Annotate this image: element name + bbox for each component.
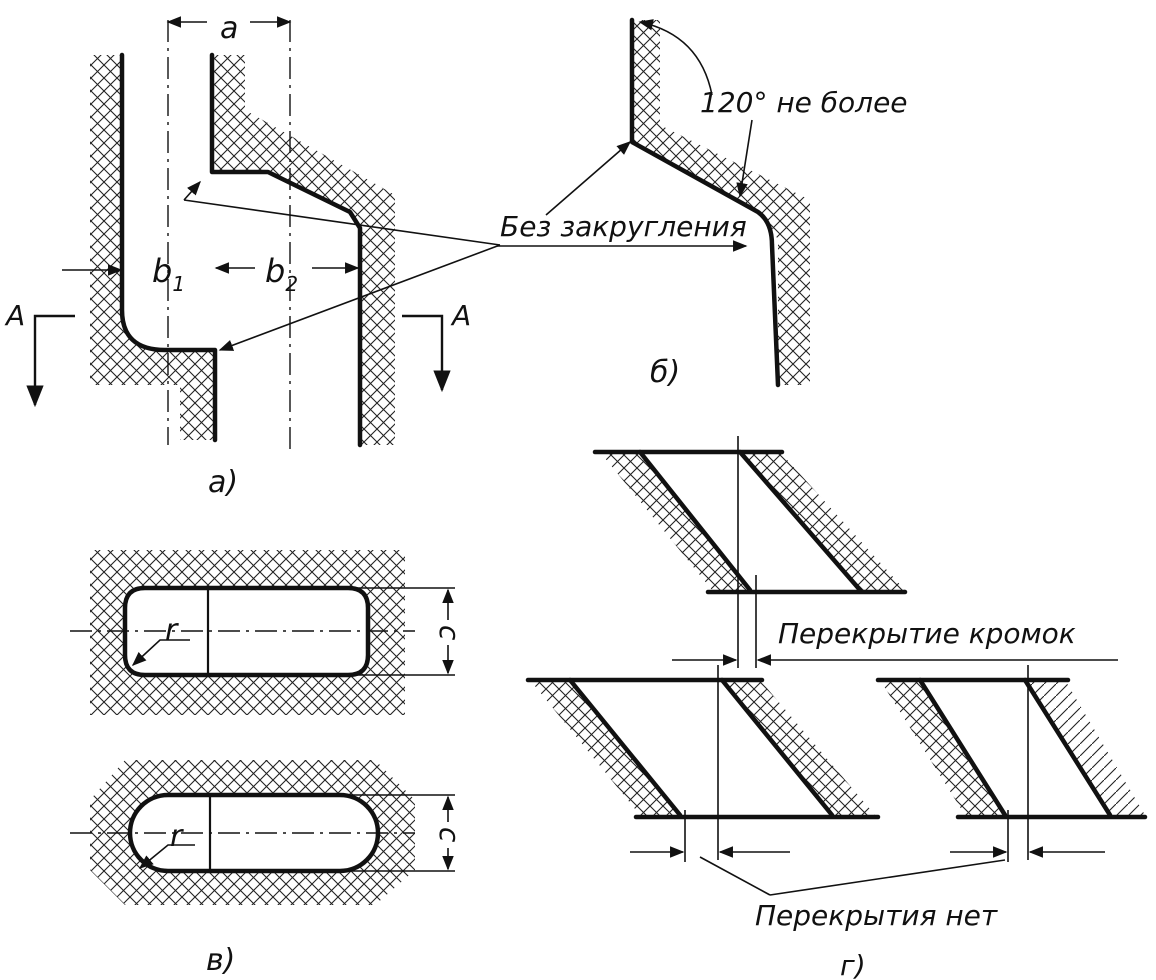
- slot-top-hatch-left: [600, 452, 750, 590]
- angle-note: 120° не более: [700, 86, 908, 119]
- radius-bottom-label: r: [170, 819, 184, 854]
- edge-overlap-label: Перекрытие кромок: [778, 617, 1076, 650]
- no-overlap-label: Перекрытия нет: [755, 899, 998, 932]
- panel-b: 120° не более Без закругления б): [497, 17, 908, 390]
- section-arrow-left: [26, 314, 75, 408]
- radius-top-label: r: [165, 613, 179, 648]
- caption-b: б): [650, 355, 680, 390]
- panel-v: c r c r в): [70, 550, 466, 978]
- dim-b2-label: b2: [265, 252, 298, 296]
- slot-bl-hatch-right: [720, 680, 875, 815]
- dim-b1-label: b1: [152, 252, 185, 296]
- panel-a: a b1 b2 A A а): [4, 11, 501, 500]
- panel-g: Перекрытие кромок Перекрытия нет г): [525, 436, 1148, 980]
- obround-slot-contour: [127, 792, 381, 874]
- section-label-left: A: [4, 299, 25, 332]
- leader-line-2: [218, 244, 501, 351]
- rect-slot-contour: [122, 585, 371, 678]
- leader-line-1: [183, 199, 501, 246]
- slot-bl-hatch-left: [530, 680, 680, 815]
- obround-slot-hatch: [90, 760, 415, 905]
- section-label-right: A: [450, 299, 471, 332]
- slot-top-hatch-right: [740, 452, 905, 590]
- caption-a: а): [208, 465, 238, 500]
- wall-right-hatch: [212, 55, 395, 445]
- caption-v: в): [206, 943, 235, 978]
- corner-hatch: [632, 20, 810, 385]
- wall-left-hatch: [90, 55, 215, 440]
- channel-right-wall: [209, 52, 363, 448]
- slot-br-hatch-right: [1025, 680, 1145, 815]
- caption-g: г): [840, 949, 866, 980]
- section-arrow-right: [402, 314, 451, 393]
- dim-c-bottom-label: c: [433, 827, 466, 843]
- dim-c-top-label: c: [433, 625, 466, 641]
- slot-br-hatch-left: [880, 680, 1005, 815]
- dim-a-label: a: [220, 11, 238, 46]
- channel-left-wall: [119, 52, 218, 443]
- angle-arc: [638, 19, 713, 96]
- leader-line-3: [545, 141, 632, 216]
- corner-contour: [629, 17, 781, 388]
- rect-slot-hatch: [90, 550, 405, 715]
- no-rounding-label: Без закругления: [500, 210, 747, 243]
